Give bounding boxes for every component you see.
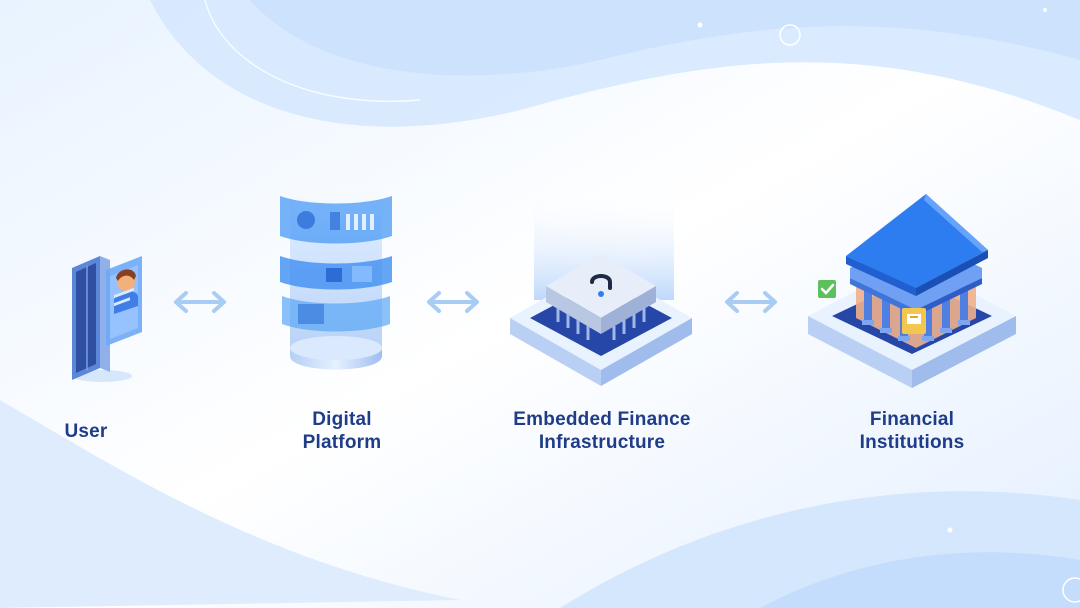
node-label-line: User [64, 421, 108, 442]
double-arrow-icon [725, 291, 777, 313]
node-label-line: Digital [312, 409, 372, 430]
node-label-line: Platform [302, 432, 382, 453]
node-label-financial-institutions: Financial Institutions [832, 408, 992, 454]
platform-cylinder-icon [280, 178, 392, 370]
node-label-user: User [36, 420, 136, 443]
chip-icon [510, 190, 692, 386]
user-phone-icon [72, 256, 142, 382]
node-label-line: Financial [869, 409, 955, 430]
node-label-digital-platform: Digital Platform [272, 408, 412, 454]
bank-building-icon [808, 194, 1016, 388]
node-label-embedded-finance: Embedded Finance Infrastructure [482, 408, 722, 454]
double-arrow-icon [174, 291, 226, 313]
double-arrow-icon [427, 291, 479, 313]
node-label-line: Institutions [859, 432, 965, 453]
node-label-line: Embedded Finance [513, 409, 691, 430]
node-label-line: Infrastructure [538, 432, 666, 453]
